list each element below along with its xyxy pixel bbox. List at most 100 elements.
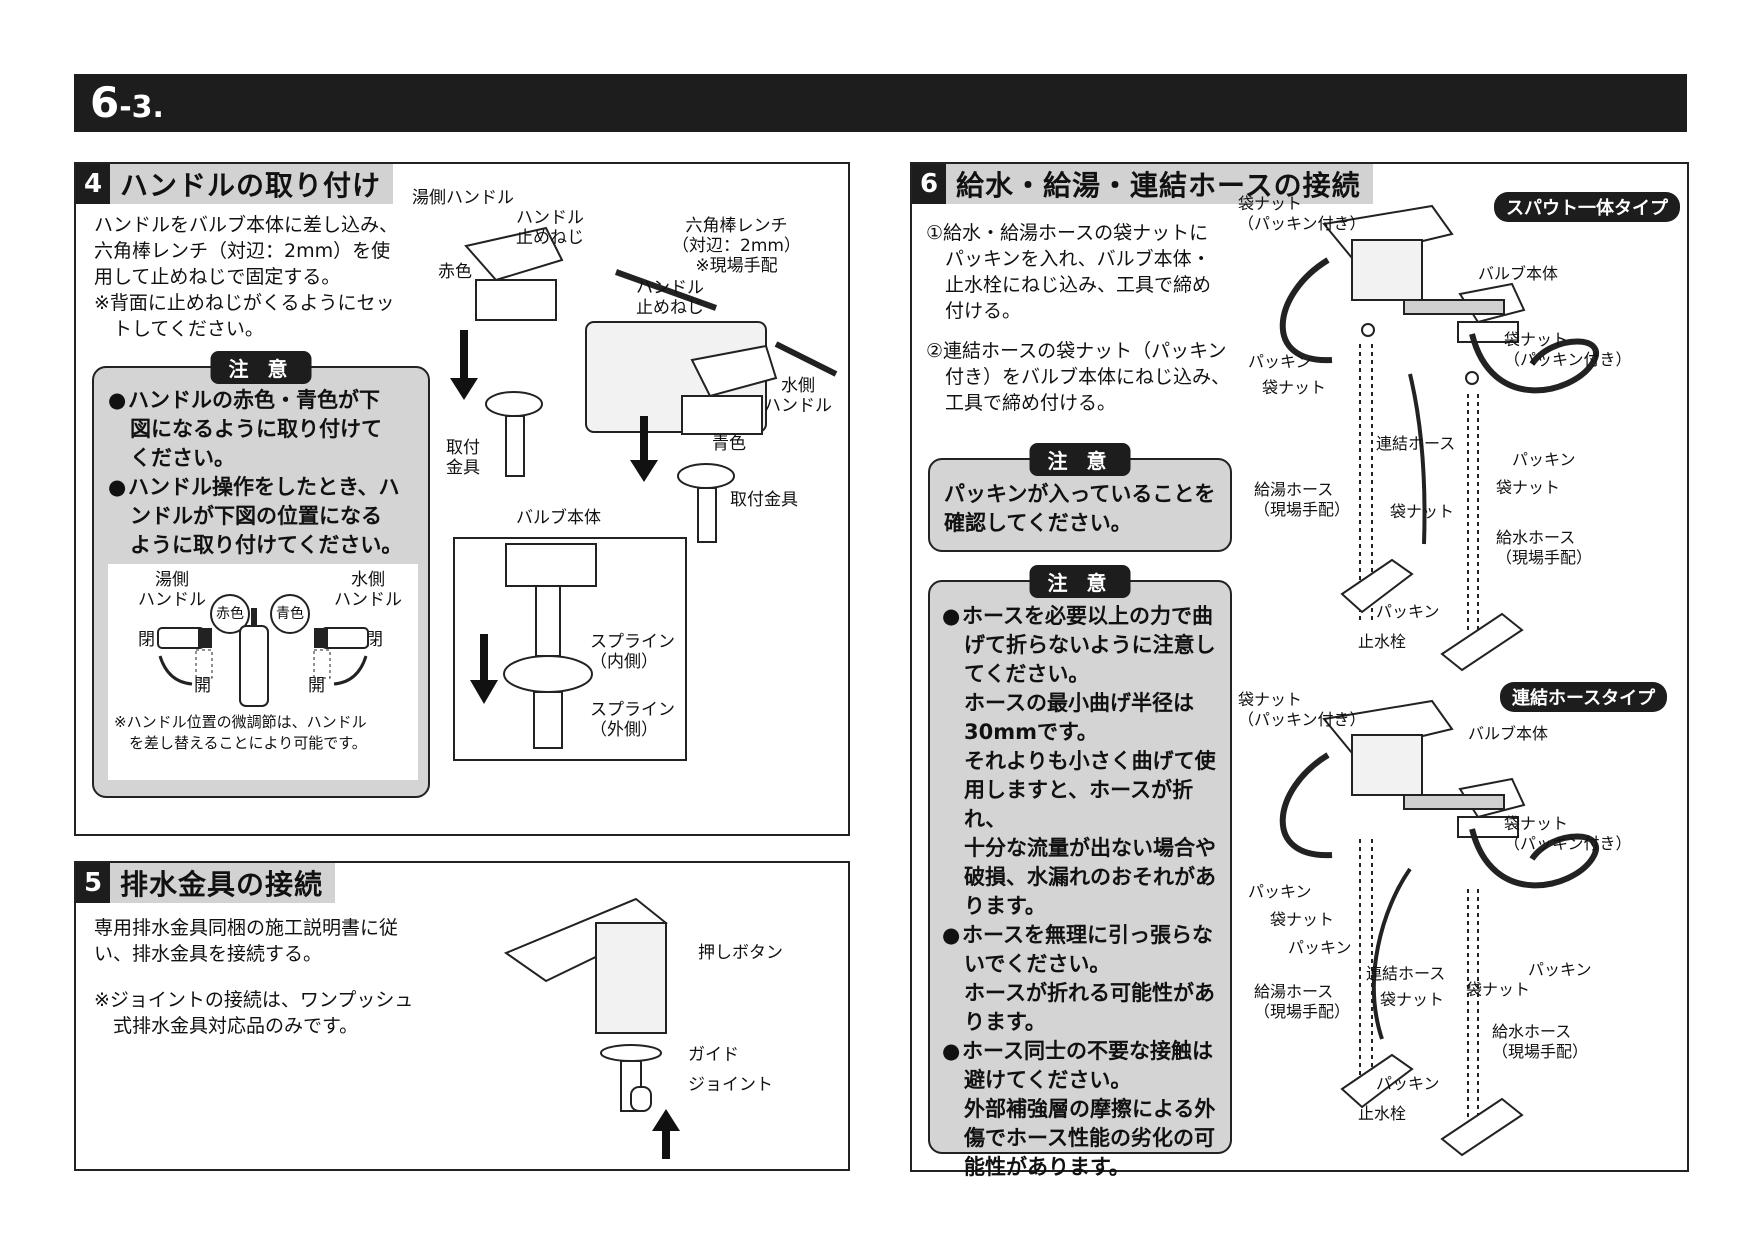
caution-item: ●ホースを無理に引っ張らな いでください。 ホースが折れる可能性があ ります。 bbox=[942, 921, 1226, 1037]
section-major: 6 bbox=[90, 78, 120, 127]
d2-label-nut-with-packing-2: 袋ナット （パッキン付き） bbox=[1504, 814, 1632, 854]
mount-fitting2-icon bbox=[677, 463, 735, 489]
label-joint: ジョイント bbox=[688, 1075, 773, 1095]
instruction-line: 付き）をバルブ本体にねじ込み、 bbox=[926, 366, 1231, 388]
label-line: 止めねじ bbox=[516, 228, 584, 248]
section-5-note: ※ジョイントの接続は、ワンプッシュ 式排水金具対応品のみです。 bbox=[94, 987, 454, 1039]
label-line: （外側） bbox=[590, 720, 658, 740]
link-type-hot-hose-icon bbox=[1279, 752, 1333, 859]
d1-label-nut: 袋ナット bbox=[1262, 378, 1327, 397]
section-minor: -3. bbox=[119, 90, 164, 125]
section-6-number: 6 bbox=[912, 164, 946, 204]
instruction-line: ②連結ホースの袋ナット（パッキン bbox=[926, 340, 1227, 362]
caution-line: てください。 bbox=[964, 662, 1090, 686]
label-line: ハンドル bbox=[764, 396, 832, 416]
spout-type-hot-hose-icon bbox=[1279, 257, 1333, 364]
label-line: （パッキン付き） bbox=[1504, 350, 1632, 369]
link-type-faucet-body-icon bbox=[1351, 734, 1423, 796]
section-4-number: 4 bbox=[76, 164, 110, 204]
link-type-hot-stop-valve-icon bbox=[1340, 1053, 1414, 1109]
bullet-icon: ● bbox=[108, 475, 127, 499]
cold-handle-open-ghost bbox=[313, 649, 331, 679]
d2-label-valve-body: バルブ本体 bbox=[1468, 724, 1549, 743]
section-5-title-text: 排水金具の接続 bbox=[120, 868, 324, 901]
spout-type-connect-hose-icon bbox=[1408, 373, 1427, 545]
label-line: 袋ナット bbox=[1504, 330, 1569, 349]
label-line: 給水ホース bbox=[1496, 528, 1576, 547]
label-line: 袋ナット bbox=[1238, 690, 1303, 709]
label-push-button: 押しボタン bbox=[698, 943, 783, 963]
cold-handle-label: 水側 ハンドル bbox=[334, 570, 402, 610]
section-5-instructions: 専用排水金具同梱の施工説明書に従 い、排水金具を接続する。 bbox=[94, 915, 454, 967]
d1-label-cold-hose: 給水ホース （現場手配） bbox=[1496, 528, 1592, 568]
caution-line: 破損、水漏れのおそれがあ bbox=[964, 865, 1216, 889]
caution-line: 傷でホース性能の劣化の可 bbox=[964, 1126, 1215, 1150]
caution-line: それよりも小さく曲げて使 bbox=[964, 749, 1216, 773]
caution-line: 能性があります。 bbox=[964, 1155, 1130, 1179]
caution-line: ホースの最小曲げ半径は bbox=[964, 691, 1194, 715]
caution-line: ンドルが下図の位置になる bbox=[130, 504, 382, 528]
hot-rotation-arrow bbox=[158, 655, 193, 686]
detail-handle-icon bbox=[505, 543, 597, 587]
note-line: を差し替えることにより可能です。 bbox=[114, 734, 367, 752]
handle-position-drawing bbox=[157, 608, 369, 707]
d1-label-link-hose: 連結ホース bbox=[1376, 434, 1456, 453]
caution-list: ●ホースを必要以上の力で曲 げて折らないように注意し てください。 ホースの最小… bbox=[942, 602, 1226, 1182]
page-section-number: 6-3. bbox=[90, 80, 164, 131]
d1-label-packing: パッキン bbox=[1248, 352, 1312, 371]
cold-rotation-arrow bbox=[333, 655, 368, 686]
caution-item: ●ハンドルの赤色・青色が下 図になるように取り付けて ください。 bbox=[108, 386, 424, 473]
caution-line: 30mmです。 bbox=[964, 720, 1098, 744]
link-type-counter-icon bbox=[1403, 794, 1505, 810]
closed-label-right: 閉 bbox=[366, 630, 383, 650]
d2-label-link-hose: 連結ホース bbox=[1366, 964, 1446, 983]
spout-type-nut2-icon bbox=[1465, 371, 1479, 385]
section-6-panel: 6 給水・給湯・連結ホースの接続 ①給水・給湯ホースの袋ナットに パッキンを入れ… bbox=[910, 162, 1689, 1179]
spout-type-faucet-body-icon bbox=[1351, 239, 1423, 301]
bullet-icon: ● bbox=[942, 604, 961, 628]
instruction-line: 専用排水金具同梱の施工説明書に従 bbox=[94, 917, 399, 939]
handle-installation-illustration bbox=[450, 226, 838, 761]
label-stop-screw: ハンドル 止めねじ bbox=[516, 208, 584, 248]
label-line: （パッキン付き） bbox=[1504, 834, 1632, 853]
label-line: ハンドル bbox=[334, 590, 402, 610]
hot-handle-label: 湯側 ハンドル bbox=[138, 570, 206, 610]
label-line: 水側 bbox=[781, 376, 815, 396]
detail-valve-icon bbox=[533, 691, 563, 749]
label-stop-screw-2: ハンドル 止めねじ bbox=[636, 278, 704, 318]
d2-label-nut-2: 袋ナット bbox=[1466, 980, 1531, 999]
caution-line: ります。 bbox=[964, 1010, 1046, 1034]
section-5-title: 5 排水金具の接続 bbox=[76, 863, 336, 903]
label-line: 湯側 bbox=[155, 570, 189, 590]
label-hex-wrench: 六角棒レンチ （対辺：2mm） ※現場手配 bbox=[672, 216, 801, 276]
d2-label-hot-hose: 給湯ホース （現場手配） bbox=[1254, 982, 1350, 1022]
link-type-connect-hose-icon bbox=[1371, 867, 1412, 1040]
caution-line: ります。 bbox=[964, 894, 1046, 918]
label-line: 水側 bbox=[351, 570, 385, 590]
label-line: ハンドル bbox=[516, 208, 584, 228]
cold-handle-blue-mark bbox=[314, 628, 328, 648]
handle-adjust-note: ※ハンドル位置の微調節は、ハンドル を差し替えることにより可能です。 bbox=[114, 712, 414, 754]
instruction-line: ①給水・給湯ホースの袋ナットに bbox=[926, 222, 1209, 244]
caution-line: いでください。 bbox=[964, 952, 1111, 976]
label-line: 給湯ホース bbox=[1254, 480, 1334, 499]
label-spline-inner: スプライン （内側） bbox=[590, 632, 675, 672]
guide-icon bbox=[600, 1044, 662, 1062]
mount-fitting-icon bbox=[485, 391, 543, 417]
section-4-panel: 4 ハンドルの取り付け ハンドルをバルブ本体に差し込み、 六角棒レンチ（対辺：2… bbox=[74, 162, 850, 836]
spout-type-counter-icon bbox=[1403, 299, 1505, 315]
drain-fitting-illustration bbox=[503, 897, 680, 1159]
valve-stem-icon bbox=[505, 415, 525, 477]
section-6-title-text: 給水・給湯・連結ホースの接続 bbox=[956, 169, 1361, 202]
caution-line: 避けてください。 bbox=[964, 1068, 1132, 1092]
instruction-line: ※背面に止めねじがくるようにセッ bbox=[94, 292, 395, 314]
d1-label-hot-hose: 給湯ホース （現場手配） bbox=[1254, 480, 1350, 520]
label-fitting: 取付 金具 bbox=[446, 438, 480, 478]
caution-line: ホースを無理に引っ張らな bbox=[962, 923, 1213, 947]
page-header-bar: 6-3. bbox=[74, 74, 1687, 132]
handle-position-diagram: 湯側 ハンドル 水側 ハンドル 赤色 青色 閉 閉 開 開 bbox=[108, 564, 418, 780]
caution-line: ハンドルの赤色・青色が下 bbox=[128, 388, 380, 412]
d2-label-packing-3: パッキン bbox=[1528, 960, 1592, 979]
instruction-line: 六角棒レンチ（対辺：2mm）を使 bbox=[94, 240, 391, 262]
label-spline-outer: スプライン （外側） bbox=[590, 700, 675, 740]
